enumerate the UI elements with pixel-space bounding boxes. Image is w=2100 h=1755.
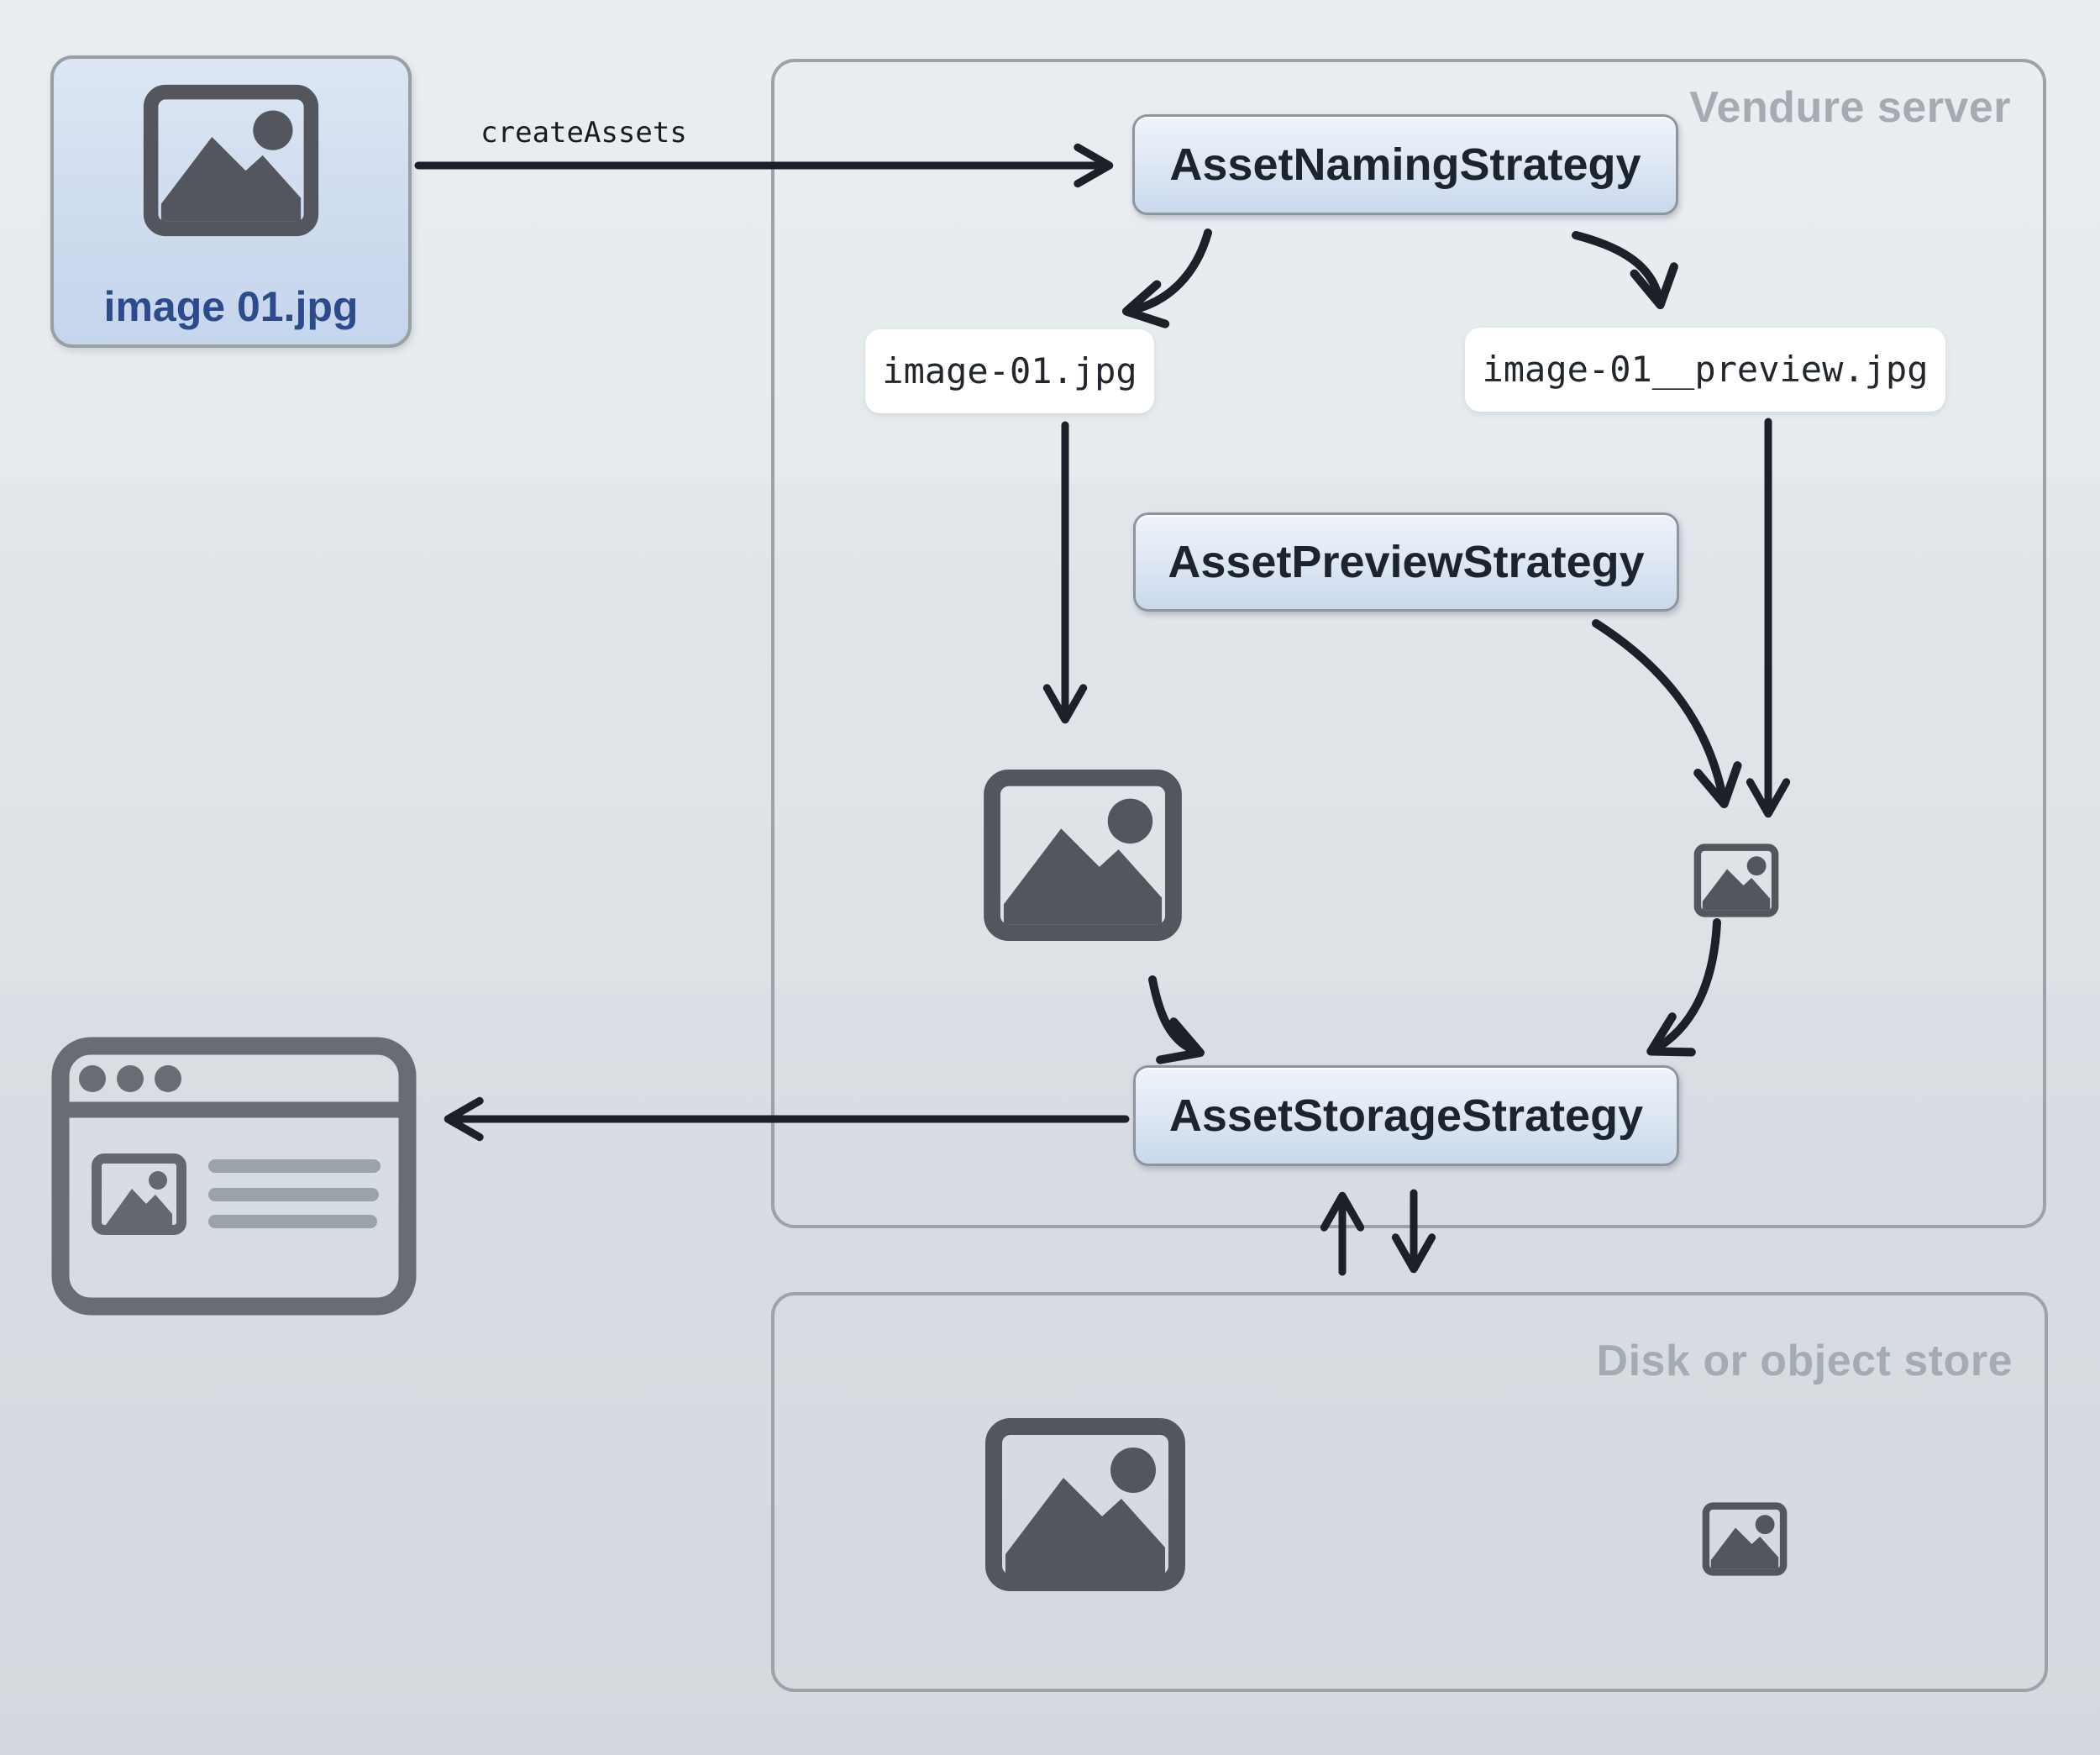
asset-preview-strategy-box: AssetPreviewStrategy bbox=[1133, 512, 1679, 612]
create-assets-label: createAssets bbox=[480, 116, 687, 150]
browser-window-icon bbox=[51, 1037, 417, 1316]
file-name-chip-original: image-01.jpg bbox=[865, 329, 1154, 413]
asset-storage-strategy-box: AssetStorageStrategy bbox=[1133, 1065, 1679, 1166]
image-preview-icon bbox=[1701, 1502, 1788, 1576]
disk-store-container: Disk or object store bbox=[771, 1292, 2048, 1692]
file-name-chip-preview: image-01__preview.jpg bbox=[1465, 328, 1945, 412]
vendure-server-container: Vendure server bbox=[771, 59, 2046, 1228]
vendure-server-title: Vendure server bbox=[1689, 83, 2011, 132]
disk-store-title: Disk or object store bbox=[1596, 1337, 2013, 1385]
image-icon bbox=[983, 769, 1183, 942]
image-icon bbox=[142, 84, 320, 237]
uploaded-file-name: image 01.jpg bbox=[103, 283, 359, 330]
image-preview-icon bbox=[1693, 843, 1779, 917]
image-icon bbox=[984, 1417, 1187, 1592]
asset-naming-strategy-box: AssetNamingStrategy bbox=[1132, 114, 1678, 215]
uploaded-file-card: image 01.jpg bbox=[50, 55, 412, 348]
